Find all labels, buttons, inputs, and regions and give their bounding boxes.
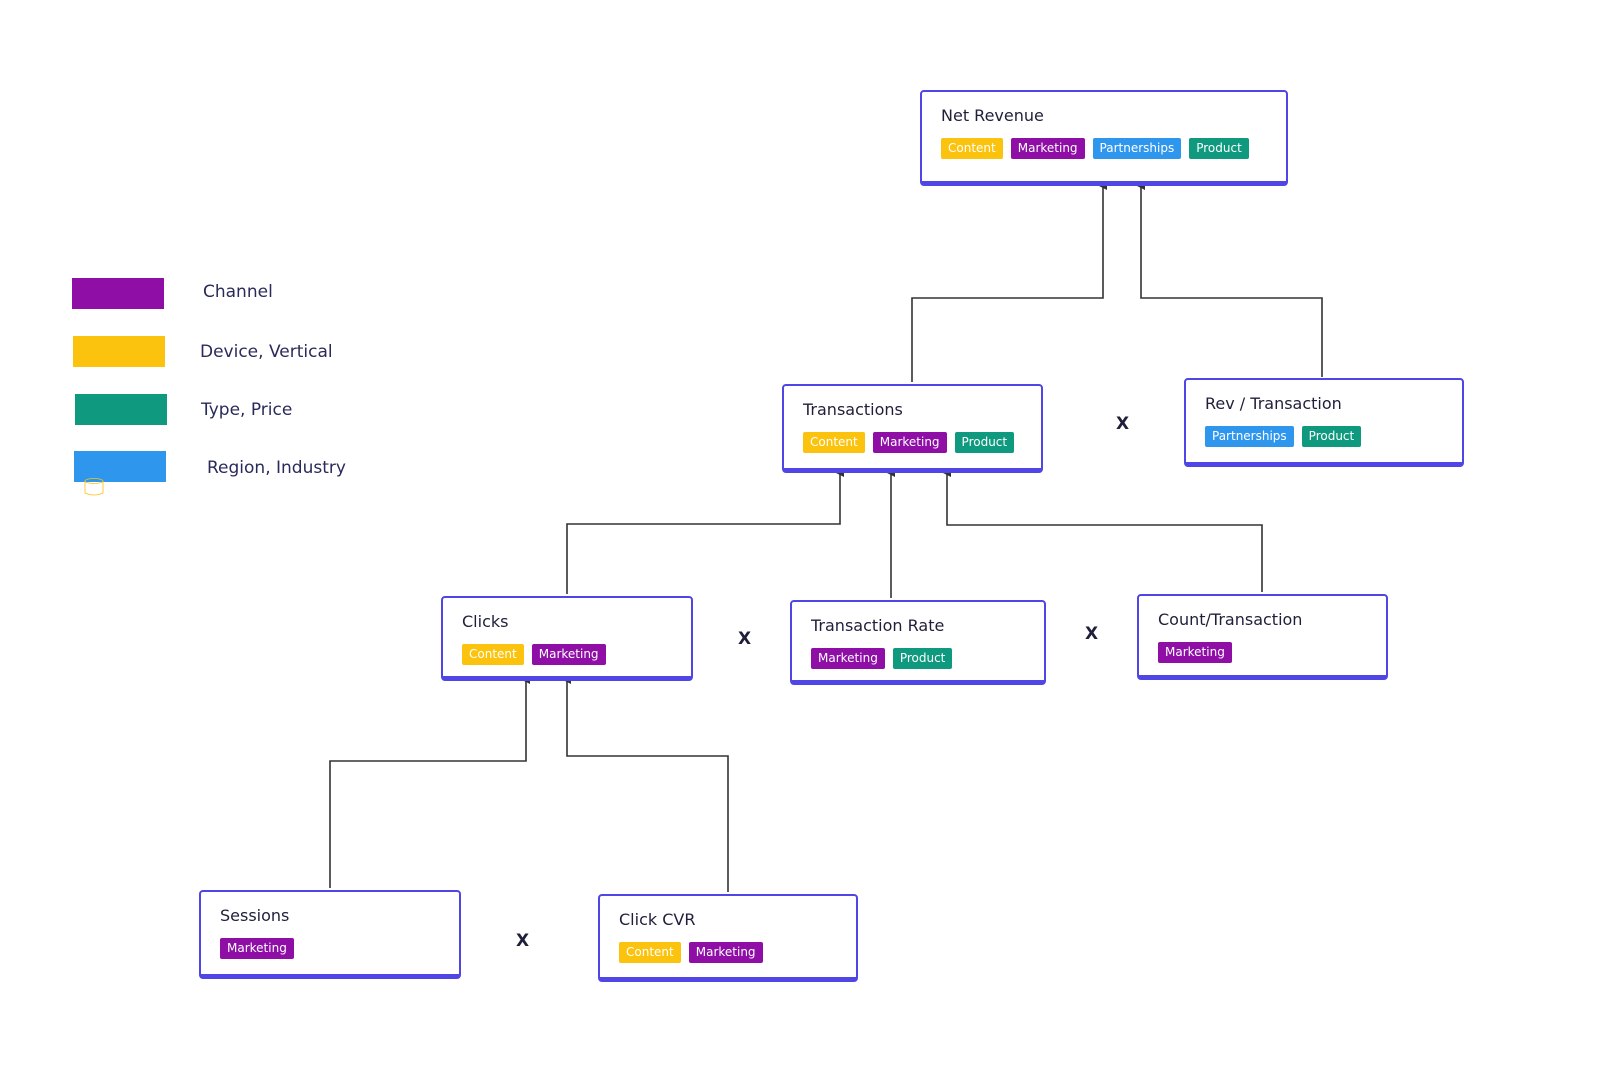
connector-clicks-to-transactions xyxy=(566,469,844,594)
tag-marketing: Marketing xyxy=(531,644,606,665)
connector-sessions-to-clicks xyxy=(329,676,530,888)
connector-click-cvr-to-clicks xyxy=(563,676,729,892)
node-title: Click CVR xyxy=(619,910,696,929)
node-title: Clicks xyxy=(462,612,509,631)
legend-label-type-price: Type, Price xyxy=(201,400,293,420)
tag-marketing: Marketing xyxy=(220,938,294,959)
node-clicks[interactable]: Clicks Content Marketing xyxy=(441,596,693,681)
node-title: Sessions xyxy=(220,906,290,925)
node-title: Transactions xyxy=(803,400,903,419)
node-title: Transaction Rate xyxy=(811,616,945,635)
tag-content: Content xyxy=(619,942,681,963)
node-click-cvr[interactable]: Click CVR Content Marketing xyxy=(598,894,858,982)
node-rev-transaction[interactable]: Rev / Transaction Partnerships Product xyxy=(1184,378,1464,467)
tag-marketing: Marketing xyxy=(1158,642,1232,663)
tag-content: Content xyxy=(462,644,524,665)
node-sessions[interactable]: Sessions Marketing xyxy=(199,890,461,979)
node-net-revenue[interactable]: Net Revenue Content Marketing Partnershi… xyxy=(920,90,1288,186)
database-icon xyxy=(84,478,104,496)
tag-product: Product xyxy=(1301,426,1362,447)
multiply-operator: X xyxy=(1085,624,1099,644)
multiply-operator: X xyxy=(1116,414,1130,434)
node-title: Net Revenue xyxy=(941,106,1044,125)
tag-content: Content xyxy=(941,138,1003,159)
connector-count-transaction-to-transactions xyxy=(943,469,1263,592)
node-title: Rev / Transaction xyxy=(1205,394,1342,413)
node-count-transaction[interactable]: Count/Transaction Marketing xyxy=(1137,594,1388,680)
multiply-operator: X xyxy=(738,629,752,649)
legend-swatch-type-price xyxy=(75,394,167,425)
tag-partnerships: Partnerships xyxy=(1092,138,1182,159)
tag-marketing: Marketing xyxy=(1010,138,1085,159)
node-transactions[interactable]: Transactions Content Marketing Product xyxy=(782,384,1043,473)
tag-product: Product xyxy=(892,648,953,669)
legend-label-region-industry: Region, Industry xyxy=(207,458,346,478)
tag-product: Product xyxy=(1189,138,1249,159)
tag-marketing: Marketing xyxy=(688,942,763,963)
legend-swatch-channel xyxy=(72,278,164,309)
tag-marketing: Marketing xyxy=(811,648,885,669)
tag-partnerships: Partnerships xyxy=(1205,426,1294,447)
legend-label-channel: Channel xyxy=(203,282,273,302)
tag-marketing: Marketing xyxy=(872,432,947,453)
tag-product: Product xyxy=(954,432,1015,453)
legend-label-device-vertical: Device, Vertical xyxy=(200,342,333,362)
legend-swatch-region-industry xyxy=(74,451,166,482)
connector-transactions-to-net-revenue xyxy=(911,182,1107,382)
node-title: Count/Transaction xyxy=(1158,610,1303,629)
node-transaction-rate[interactable]: Transaction Rate Marketing Product xyxy=(790,600,1046,685)
multiply-operator: X xyxy=(516,931,530,951)
tag-content: Content xyxy=(803,432,865,453)
legend-swatch-device-vertical xyxy=(73,336,165,367)
connector-rev-transaction-to-net-revenue xyxy=(1137,182,1323,377)
